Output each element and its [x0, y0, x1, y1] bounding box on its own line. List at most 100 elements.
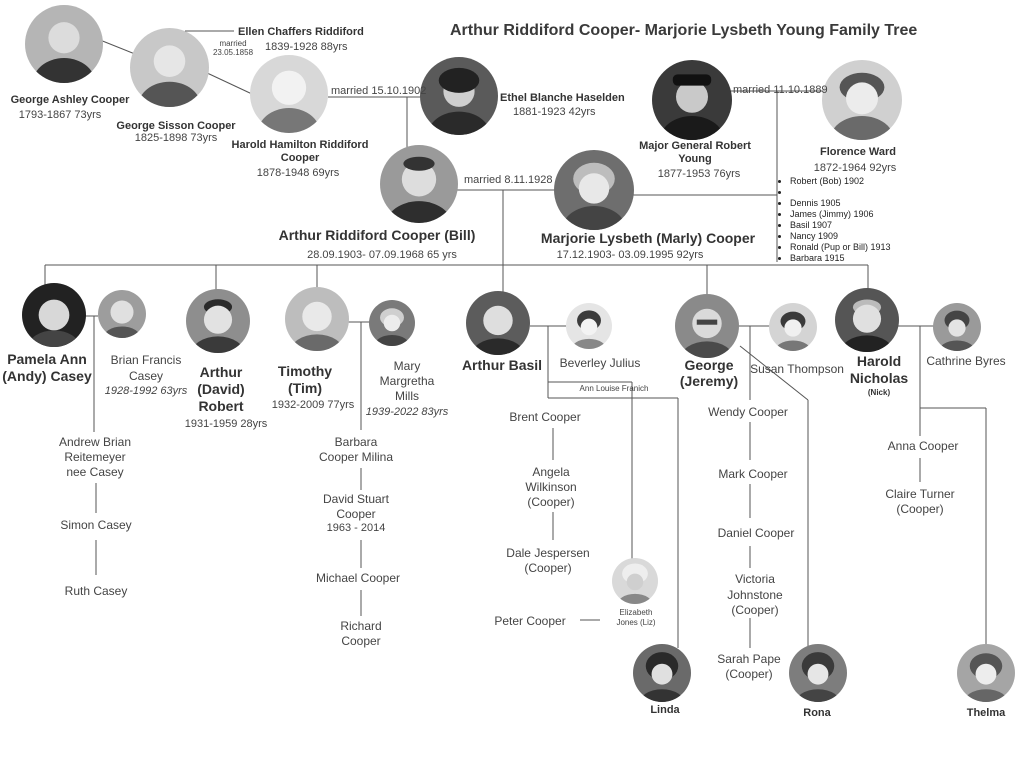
list-item: Basil 1907	[790, 220, 891, 231]
harold-hamilton-cooper-photo	[250, 55, 328, 133]
arthur-bill-photo	[380, 145, 458, 223]
barbara-line-2: Cooper Milina	[318, 450, 394, 464]
brian-dates: 1928-1992 63yrs	[104, 385, 188, 397]
timothy-photo	[285, 287, 349, 351]
ethel-haselden-photo	[420, 57, 498, 135]
page-title: Arthur Riddiford Cooper- Marjorie Lysbet…	[450, 22, 918, 39]
george-sisson-name: George Sisson Cooper	[116, 120, 236, 132]
list-item: James (Jimmy) 1906	[790, 209, 891, 220]
arthur-david-name-2: (David)	[197, 381, 245, 397]
cathrine-name: Cathrine Byres	[926, 354, 1006, 368]
angela-line-1: Angela	[532, 465, 570, 479]
arthur-basil-name: Arthur Basil	[461, 357, 543, 373]
david-stuart-line-1: David Stuart	[322, 492, 390, 506]
linda-name: Linda	[650, 704, 680, 716]
arthur-david-dates: 1931-1959 28yrs	[184, 418, 268, 430]
cathrine-byres-photo	[933, 303, 981, 351]
ruth-name: Ruth Casey	[64, 584, 128, 598]
george-ashley-cooper-photo	[25, 5, 103, 83]
timothy-name-2: (Tim)	[288, 380, 322, 396]
elizabeth-line-1: Elizabeth	[619, 608, 653, 617]
ellen-married-label: married	[219, 39, 247, 48]
brian-casey-photo	[98, 290, 146, 338]
dale-line-1: Dale Jespersen	[506, 546, 590, 560]
susan-name: Susan Thompson	[750, 362, 844, 376]
timothy-name-1: Timothy	[277, 363, 333, 379]
marriage-1928-label: married 8.11.1928	[464, 174, 553, 186]
harold-nicholas-photo	[835, 288, 899, 352]
ellen-name: Ellen Chaffers Riddiford	[238, 26, 364, 38]
mary-name-3: Mills	[395, 389, 419, 403]
sarah-line-1: Sarah Pape	[717, 652, 781, 666]
wendy-name: Wendy Cooper	[708, 405, 788, 419]
mary-dates: 1939-2022 83yrs	[365, 406, 449, 418]
george-sisson-dates: 1825-1898 73yrs	[134, 132, 218, 144]
richard-line-2: Cooper	[341, 634, 381, 648]
ethel-name: Ethel Blanche Haselden	[500, 92, 625, 104]
list-item	[790, 187, 891, 198]
major-general-name-2: Young	[678, 153, 712, 165]
florence-children-list: Robert (Bob) 1902 Dennis 1905 James (Jim…	[778, 176, 891, 264]
barbara-line-1: Barbara	[334, 435, 378, 449]
marjorie-dates: 17.12.1903- 03.09.1995 92yrs	[556, 249, 704, 261]
arthur-david-name-1: Arthur	[199, 364, 243, 380]
harold-hamilton-name-2: Cooper	[280, 152, 320, 164]
andrew-line-2: Reitemeyer	[64, 450, 126, 464]
george-sisson-cooper-photo	[130, 28, 209, 107]
victoria-line-2: Johnstone	[727, 588, 783, 602]
daniel-name: Daniel Cooper	[717, 526, 795, 540]
dale-line-2: (Cooper)	[524, 561, 572, 575]
list-item: Ronald (Pup or Bill) 1913	[790, 242, 891, 253]
mary-name-1: Mary	[393, 359, 421, 373]
harold-nicholas-name-3: (Nick)	[867, 388, 891, 397]
arthur-basil-photo	[466, 291, 530, 355]
ethel-dates: 1881-1923 42yrs	[513, 106, 596, 118]
andrew-line-1: Andrew Brian	[58, 435, 132, 449]
andrew-line-3: nee Casey	[66, 465, 124, 479]
major-general-name-1: Major General Robert	[639, 140, 751, 152]
angela-line-3: (Cooper)	[527, 495, 575, 509]
rona-photo	[789, 644, 847, 702]
timothy-dates: 1932-2009 77yrs	[271, 399, 355, 411]
pamela-name-1: Pamela Ann	[7, 351, 87, 367]
list-item: Nancy 1909	[790, 231, 891, 242]
simon-name: Simon Casey	[60, 518, 132, 532]
marriage-1902-label: married 15.10.1902	[331, 85, 427, 97]
michael-name: Michael Cooper	[315, 571, 401, 585]
george-jeremy-name-1: George	[684, 357, 734, 373]
thelma-photo	[957, 644, 1015, 702]
george-ashley-name: George Ashley Cooper	[10, 94, 130, 106]
major-general-dates: 1877-1953 76yrs	[657, 168, 741, 180]
richard-line-1: Richard	[340, 619, 382, 633]
major-general-young-photo	[652, 60, 732, 140]
beverley-julius-photo	[566, 303, 612, 349]
claire-line-1: Claire Turner	[885, 487, 955, 501]
list-item: Barbara 1915	[790, 253, 891, 264]
arthur-bill-dates: 28.09.1903- 07.09.1968 65 yrs	[307, 249, 457, 261]
florence-dates: 1872-1964 92yrs	[813, 162, 897, 174]
pamela-casey-photo	[22, 283, 86, 347]
marriage-1889-label: married 11.10.1889	[733, 84, 828, 96]
elizabeth-jones-photo	[612, 558, 658, 604]
pamela-name-2: (Andy) Casey	[2, 368, 92, 384]
mary-name-2: Margretha	[379, 374, 435, 388]
harold-nicholas-name-2: Nicholas	[849, 370, 909, 386]
thelma-name: Thelma	[966, 707, 1006, 719]
brent-name: Brent Cooper	[509, 410, 581, 424]
elizabeth-line-2: Jones (Liz)	[616, 618, 656, 627]
ann-louise-name: Ann Louise Franich	[579, 384, 649, 393]
peter-name: Peter Cooper	[494, 614, 566, 628]
arthur-david-name-3: Robert	[198, 398, 244, 414]
susan-thompson-photo	[769, 303, 817, 351]
claire-line-2: (Cooper)	[896, 502, 944, 516]
anna-name: Anna Cooper	[887, 439, 959, 453]
marjorie-cooper-photo	[554, 150, 634, 230]
david-stuart-line-2: Cooper	[336, 507, 376, 521]
victoria-line-1: Victoria	[735, 572, 775, 586]
david-stuart-dates: 1963 - 2014	[326, 522, 386, 534]
mark-name: Mark Cooper	[718, 467, 788, 481]
harold-hamilton-name-1: Harold Hamilton Riddiford	[231, 139, 369, 151]
angela-line-2: Wilkinson	[525, 480, 577, 494]
linda-photo	[633, 644, 691, 702]
